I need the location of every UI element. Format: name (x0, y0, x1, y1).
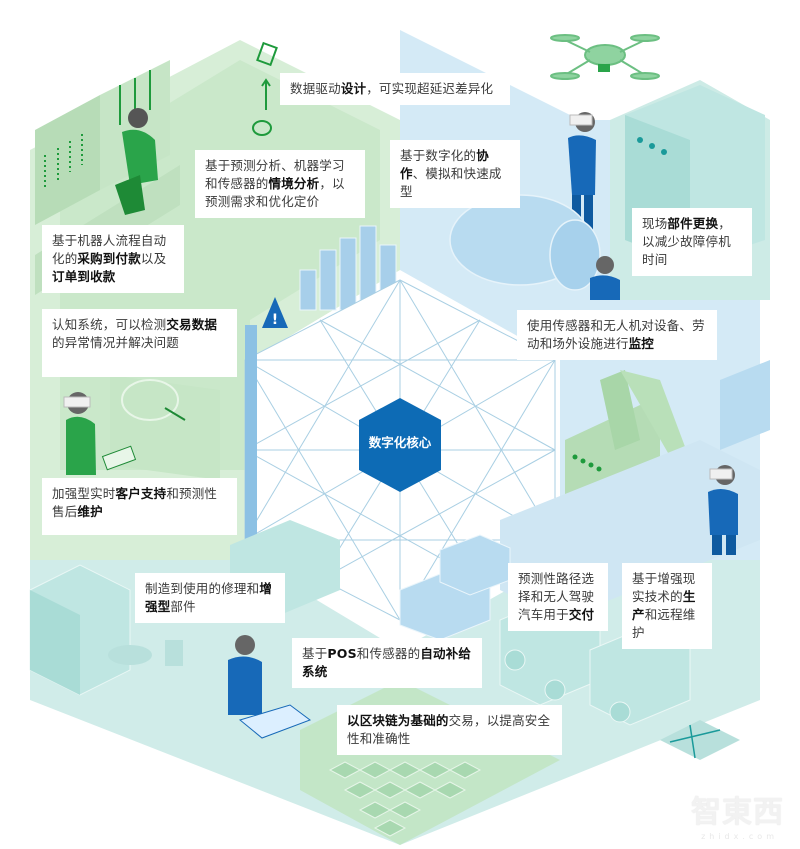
boxes-illustration (399, 534, 511, 641)
callout-collaboration: 基于数字化的协作、模拟和快速成型 (390, 140, 520, 208)
callout-customer-support: 加强型实时客户支持和预测性售后维护 (42, 478, 237, 535)
callout-delivery: 预测性路径选择和无人驾驶汽车用于交付 (508, 563, 608, 631)
callout-monitoring: 使用传感器和无人机对设备、劳动和场外设施进行监控 (517, 310, 717, 360)
digital-core-label: 数字化核心 (368, 435, 432, 450)
support-worker-illustration (63, 375, 220, 480)
digital-core-hexagon (359, 398, 441, 492)
callout-context-analysis: 基于预测分析、机器学习和传感器的情境分析，以预测需求和优化定价 (195, 150, 365, 218)
callout-ar-production: 基于增强现实技术的生产和远程维护 (622, 563, 712, 649)
callout-blockchain: 以区块链为基础的交易，以提高安全性和准确性 (337, 705, 562, 755)
callout-cognitive: 认知系统，可以检测交易数据的异常情况并解决问题 (42, 309, 237, 377)
svg-text:!: ! (272, 312, 278, 328)
watermark-logo: 智東西 (691, 795, 784, 830)
watermark-url: zhidx.com (701, 832, 778, 841)
3d-printer-illustration (29, 564, 183, 696)
ar-worker-illustration (708, 465, 738, 555)
callout-replenishment: 基于POS和传感器的自动补给系统 (292, 638, 482, 688)
callout-design: 数据驱动设计，可实现超延迟差异化 (280, 73, 510, 105)
callout-parts-replacement: 现场部件更换，以减少故障停机时间 (632, 208, 752, 276)
motor-illustration (449, 194, 601, 291)
callout-enhanced-parts: 制造到使用的修理和增强型部件 (135, 573, 285, 623)
technician-illustration (590, 256, 620, 300)
worker-head (128, 108, 148, 128)
callout-procure-to-pay: 基于机器人流程自动化的采购到付款以及订单到收款 (42, 225, 184, 293)
design-panel (252, 41, 278, 136)
warning-icon (262, 297, 288, 328)
pos-cashier-illustration (228, 635, 312, 739)
map-illustration (660, 720, 740, 760)
blockchain-cubes-illustration (328, 761, 482, 837)
drone-illustration (550, 34, 660, 80)
bar-chart-illustration (299, 225, 397, 311)
